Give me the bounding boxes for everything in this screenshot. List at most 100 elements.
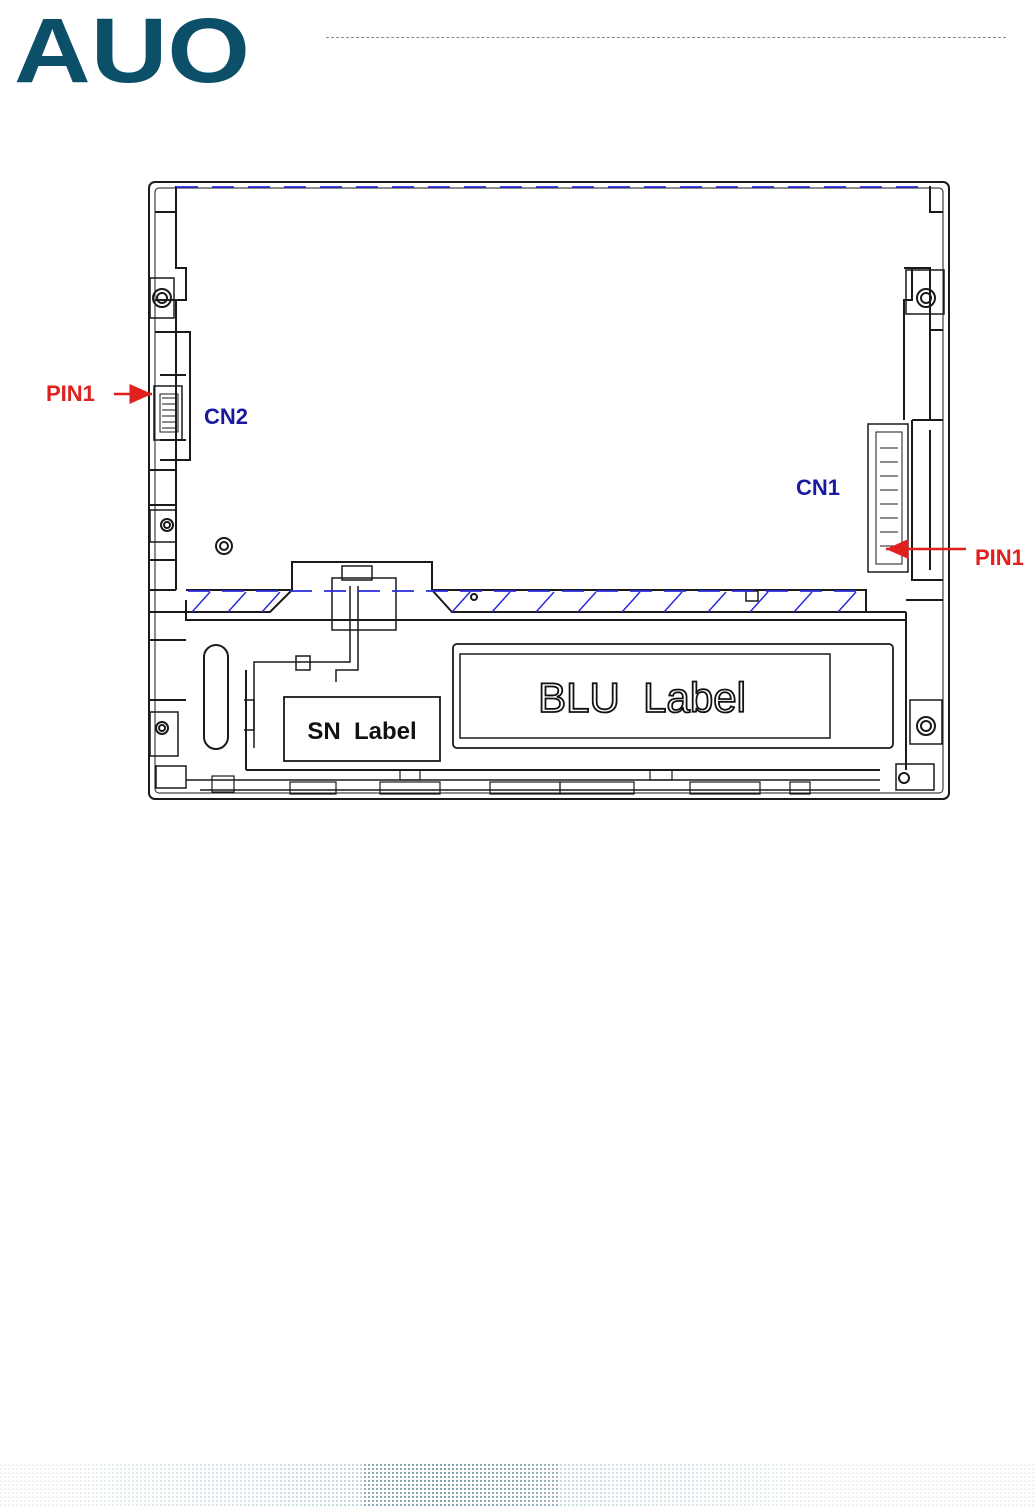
footer-dot — [872, 1492, 874, 1494]
footer-dot — [364, 1464, 366, 1466]
footer-dot — [808, 1488, 810, 1490]
footer-dot — [812, 1488, 814, 1490]
footer-dot — [452, 1496, 454, 1498]
footer-dot — [688, 1484, 690, 1486]
footer-dot — [16, 1488, 18, 1490]
footer-dot — [576, 1492, 578, 1494]
footer-dot — [28, 1504, 30, 1506]
footer-dot — [756, 1488, 758, 1490]
footer-dot — [116, 1476, 118, 1478]
footer-dot — [672, 1504, 674, 1506]
footer-dot — [484, 1496, 486, 1498]
footer-dot — [684, 1496, 686, 1498]
footer-dot — [420, 1492, 422, 1494]
footer-dot — [980, 1492, 982, 1494]
footer-dot — [260, 1500, 262, 1502]
footer-dot — [340, 1500, 342, 1502]
footer-dot — [692, 1468, 694, 1470]
footer-dot — [260, 1504, 262, 1506]
footer-dot — [152, 1492, 154, 1494]
footer-dot — [108, 1476, 110, 1478]
footer-dot — [556, 1492, 558, 1494]
footer-dot — [432, 1500, 434, 1502]
footer-dot — [656, 1480, 658, 1482]
footer-dot — [376, 1464, 378, 1466]
footer-dot — [896, 1488, 898, 1490]
footer-dot — [212, 1488, 214, 1490]
footer-dot — [1024, 1468, 1026, 1470]
footer-dot — [516, 1492, 518, 1494]
footer-dot — [684, 1484, 686, 1486]
footer-dot — [1016, 1480, 1018, 1482]
footer-dot — [1016, 1464, 1018, 1466]
footer-dot — [8, 1484, 10, 1486]
footer-dot — [648, 1464, 650, 1466]
footer-dot — [268, 1504, 270, 1506]
footer-dot — [748, 1476, 750, 1478]
footer-dot — [1012, 1488, 1014, 1490]
footer-dot — [340, 1464, 342, 1466]
footer-dot — [528, 1464, 530, 1466]
footer-dot — [704, 1472, 706, 1474]
footer-dot — [1024, 1476, 1026, 1478]
footer-dot — [800, 1480, 802, 1482]
footer-dot — [868, 1472, 870, 1474]
footer-dot — [400, 1500, 402, 1502]
footer-dot — [296, 1468, 298, 1470]
footer-dot — [888, 1500, 890, 1502]
footer-dot — [888, 1504, 890, 1506]
footer-dot — [540, 1484, 542, 1486]
footer-dot — [172, 1484, 174, 1486]
footer-dot — [844, 1472, 846, 1474]
footer-dot — [932, 1480, 934, 1482]
footer-dot — [172, 1472, 174, 1474]
footer-dot — [628, 1476, 630, 1478]
footer-dot — [200, 1480, 202, 1482]
footer-dot — [140, 1480, 142, 1482]
footer-dot — [348, 1500, 350, 1502]
footer-dot — [856, 1472, 858, 1474]
footer-dot — [796, 1476, 798, 1478]
footer-dot — [164, 1500, 166, 1502]
footer-dot — [828, 1476, 830, 1478]
footer-dot — [712, 1464, 714, 1466]
footer-dot — [84, 1504, 86, 1506]
footer-dot — [724, 1496, 726, 1498]
footer-dot — [232, 1492, 234, 1494]
footer-dot — [432, 1488, 434, 1490]
footer-dot — [832, 1468, 834, 1470]
footer-dot — [944, 1476, 946, 1478]
footer-dot — [656, 1468, 658, 1470]
footer-dot — [164, 1504, 166, 1506]
footer-dot — [720, 1476, 722, 1478]
footer-dot — [688, 1480, 690, 1482]
footer-dot — [60, 1500, 62, 1502]
footer-dot — [168, 1492, 170, 1494]
footer-dot — [516, 1484, 518, 1486]
footer-dot — [764, 1472, 766, 1474]
footer-dot — [1028, 1484, 1030, 1486]
footer-dot — [424, 1464, 426, 1466]
footer-dot — [160, 1476, 162, 1478]
footer-dot — [588, 1472, 590, 1474]
footer-dot — [496, 1500, 498, 1502]
footer-dot — [964, 1496, 966, 1498]
footer-dot — [256, 1496, 258, 1498]
footer-dot — [104, 1484, 106, 1486]
footer-dot — [592, 1496, 594, 1498]
footer-dot — [324, 1464, 326, 1466]
footer-dot — [628, 1492, 630, 1494]
footer-dot — [44, 1480, 46, 1482]
footer-dot — [528, 1476, 530, 1478]
footer-dot — [916, 1504, 918, 1506]
footer-dot — [492, 1496, 494, 1498]
footer-dot — [860, 1484, 862, 1486]
footer-dot — [852, 1480, 854, 1482]
footer-dot — [100, 1472, 102, 1474]
footer-dot — [292, 1504, 294, 1506]
footer-dot — [32, 1496, 34, 1498]
footer-dot — [584, 1472, 586, 1474]
footer-dot — [284, 1500, 286, 1502]
footer-dot — [736, 1464, 738, 1466]
footer-dot — [908, 1476, 910, 1478]
